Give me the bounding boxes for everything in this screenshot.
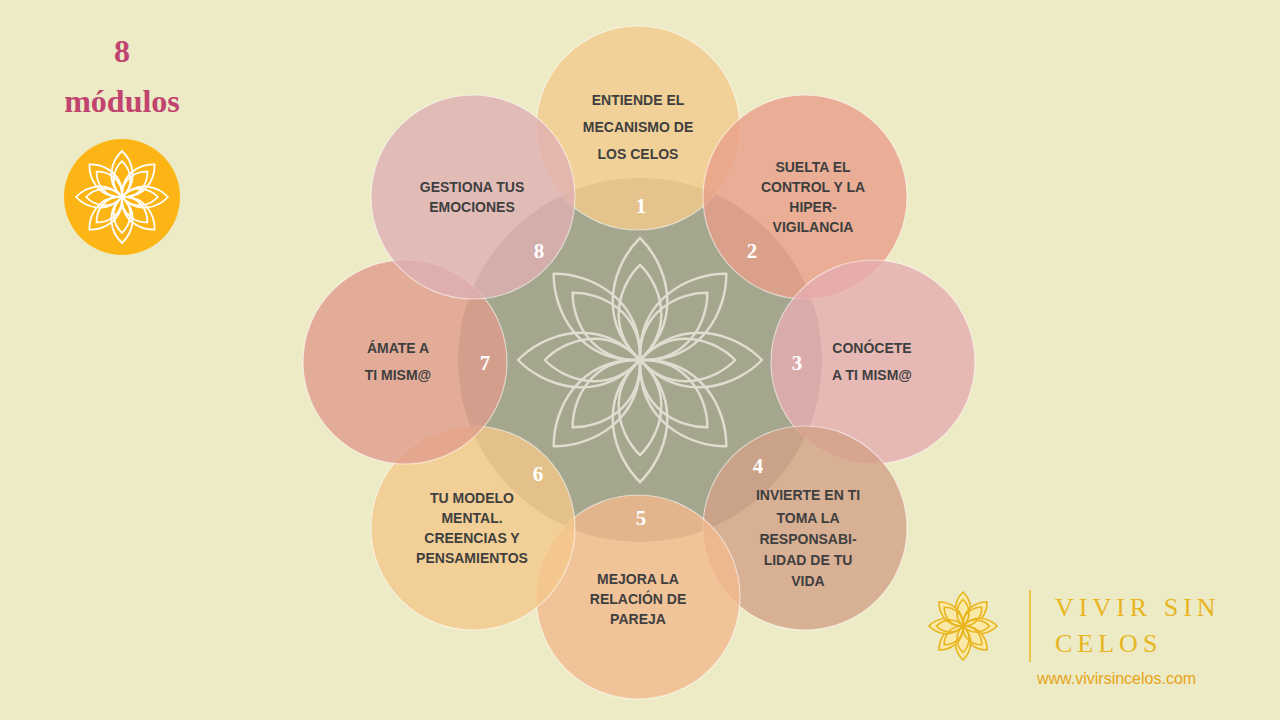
text-group: SUELTA EL CONTROL Y LA HIPER- VIGILANCIA: [757, 157, 869, 237]
callout-number: 6: [533, 462, 544, 487]
module-text: TOMA LA RESPONSABI- LIDAD DE TU VIDA: [755, 508, 861, 592]
callout-number: 7: [480, 351, 491, 376]
text-group: INVIERTE EN TITOMA LA RESPONSABI- LIDAD …: [740, 485, 876, 592]
text-group: ENTIENDE EL MECANISMO DE LOS CELOS: [580, 87, 696, 168]
petal-outline: [934, 597, 969, 632]
callout-number: 5: [636, 506, 647, 531]
callout-number: 2: [747, 239, 758, 264]
module-text: INVIERTE EN TI: [740, 485, 876, 506]
icon-flower: [76, 151, 168, 243]
callout-number: 1: [636, 194, 647, 219]
module-text: MEJORA LA RELACIÓN DE PAREJA: [582, 569, 694, 629]
petal-outline: [940, 603, 967, 630]
module-text: CONÓCETE A TI MISM@: [827, 335, 917, 389]
circle-shape: [370, 94, 576, 300]
petal-outline: [558, 278, 655, 375]
callout-number: 4: [753, 454, 764, 479]
callout-number: 3: [792, 351, 803, 376]
petal-outline: [91, 166, 128, 203]
website-url: www.vivirsincelos.com: [1037, 670, 1196, 688]
text-group: CONÓCETE A TI MISM@: [827, 335, 917, 389]
text-group: ÁMATE A TI MISM@: [362, 335, 434, 389]
circle-fill: [371, 95, 575, 299]
logo-divider: [1029, 590, 1031, 662]
center-flower: [518, 238, 762, 482]
brand-name: VIVIR SIN CELOS: [1055, 590, 1270, 662]
text-group: TU MODELO MENTAL. CREENCIAS Y PENSAMIENT…: [411, 488, 533, 568]
slide-title: 8 módulos: [58, 26, 186, 126]
module-text: ÁMATE A TI MISM@: [362, 335, 434, 389]
module-circle: GESTIONA TUS EMOCIONES: [370, 94, 576, 300]
module-text: SUELTA EL CONTROL Y LA HIPER- VIGILANCIA: [757, 157, 869, 237]
logo-flower: [929, 592, 997, 660]
petal-outline: [82, 157, 130, 205]
module-text: ENTIENDE EL MECANISMO DE LOS CELOS: [580, 87, 696, 168]
text-group: GESTIONA TUS EMOCIONES: [414, 177, 530, 217]
icon-circle: [64, 139, 180, 255]
module-text: GESTIONA TUS EMOCIONES: [414, 177, 530, 217]
petal-outline: [534, 254, 659, 379]
callout-number: 8: [534, 239, 545, 264]
text-group: MEJORA LA RELACIÓN DE PAREJA: [582, 569, 694, 629]
module-text: TU MODELO MENTAL. CREENCIAS Y PENSAMIENT…: [411, 488, 533, 568]
